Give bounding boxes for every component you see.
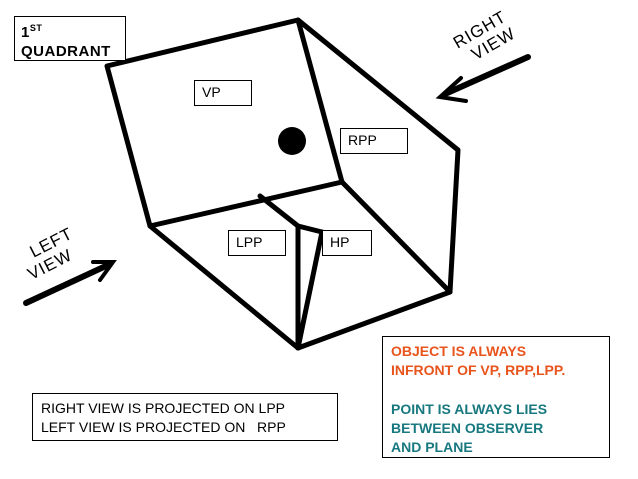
arrow-down-left-icon: [435, 54, 531, 103]
rpp-label: RPP: [340, 128, 408, 154]
object-note-line4: BETWEEN OBSERVER: [391, 420, 544, 436]
hp-divider: [295, 223, 325, 235]
object-note-line3: POINT IS ALWAYS LIES: [391, 401, 548, 417]
object-note-line1: OBJECT IS ALWAYS: [391, 343, 527, 359]
quadrant-title-line1: 1ST: [21, 23, 43, 41]
vp-rpp-edge: [295, 17, 345, 185]
point-object: [278, 127, 306, 155]
hp-lpp-edge: [339, 179, 453, 295]
hp-label: HP: [322, 230, 372, 256]
projection-note-box: RIGHT VIEW IS PROJECTED ON LPP LEFT VIEW…: [32, 393, 338, 441]
quadrant-title-line2: QUADRANT: [21, 43, 111, 60]
object-note-line2: INFRONT OF VP, RPP,LPP.: [391, 362, 566, 378]
object-note-box: OBJECT IS ALWAYS INFRONT OF VP, RPP,LPP.…: [382, 336, 610, 458]
object-note-line5: AND PLANE: [391, 439, 473, 455]
projection-note-line2: LEFT VIEW IS PROJECTED ON RPP: [41, 419, 286, 435]
vp-label: VP: [194, 80, 252, 106]
lpp-label: LPP: [228, 230, 286, 256]
rpp-hp-edge: [147, 179, 345, 229]
quadrant-title-box: 1ST QUADRANT: [14, 16, 126, 61]
vp-top-edge: [104, 17, 461, 351]
hp-divider-lower: [295, 229, 325, 351]
projection-note-line1: RIGHT VIEW IS PROJECTED ON LPP: [41, 400, 286, 416]
arrow-up-right-icon: [23, 260, 117, 306]
lpp-lower-edge: [257, 193, 301, 351]
